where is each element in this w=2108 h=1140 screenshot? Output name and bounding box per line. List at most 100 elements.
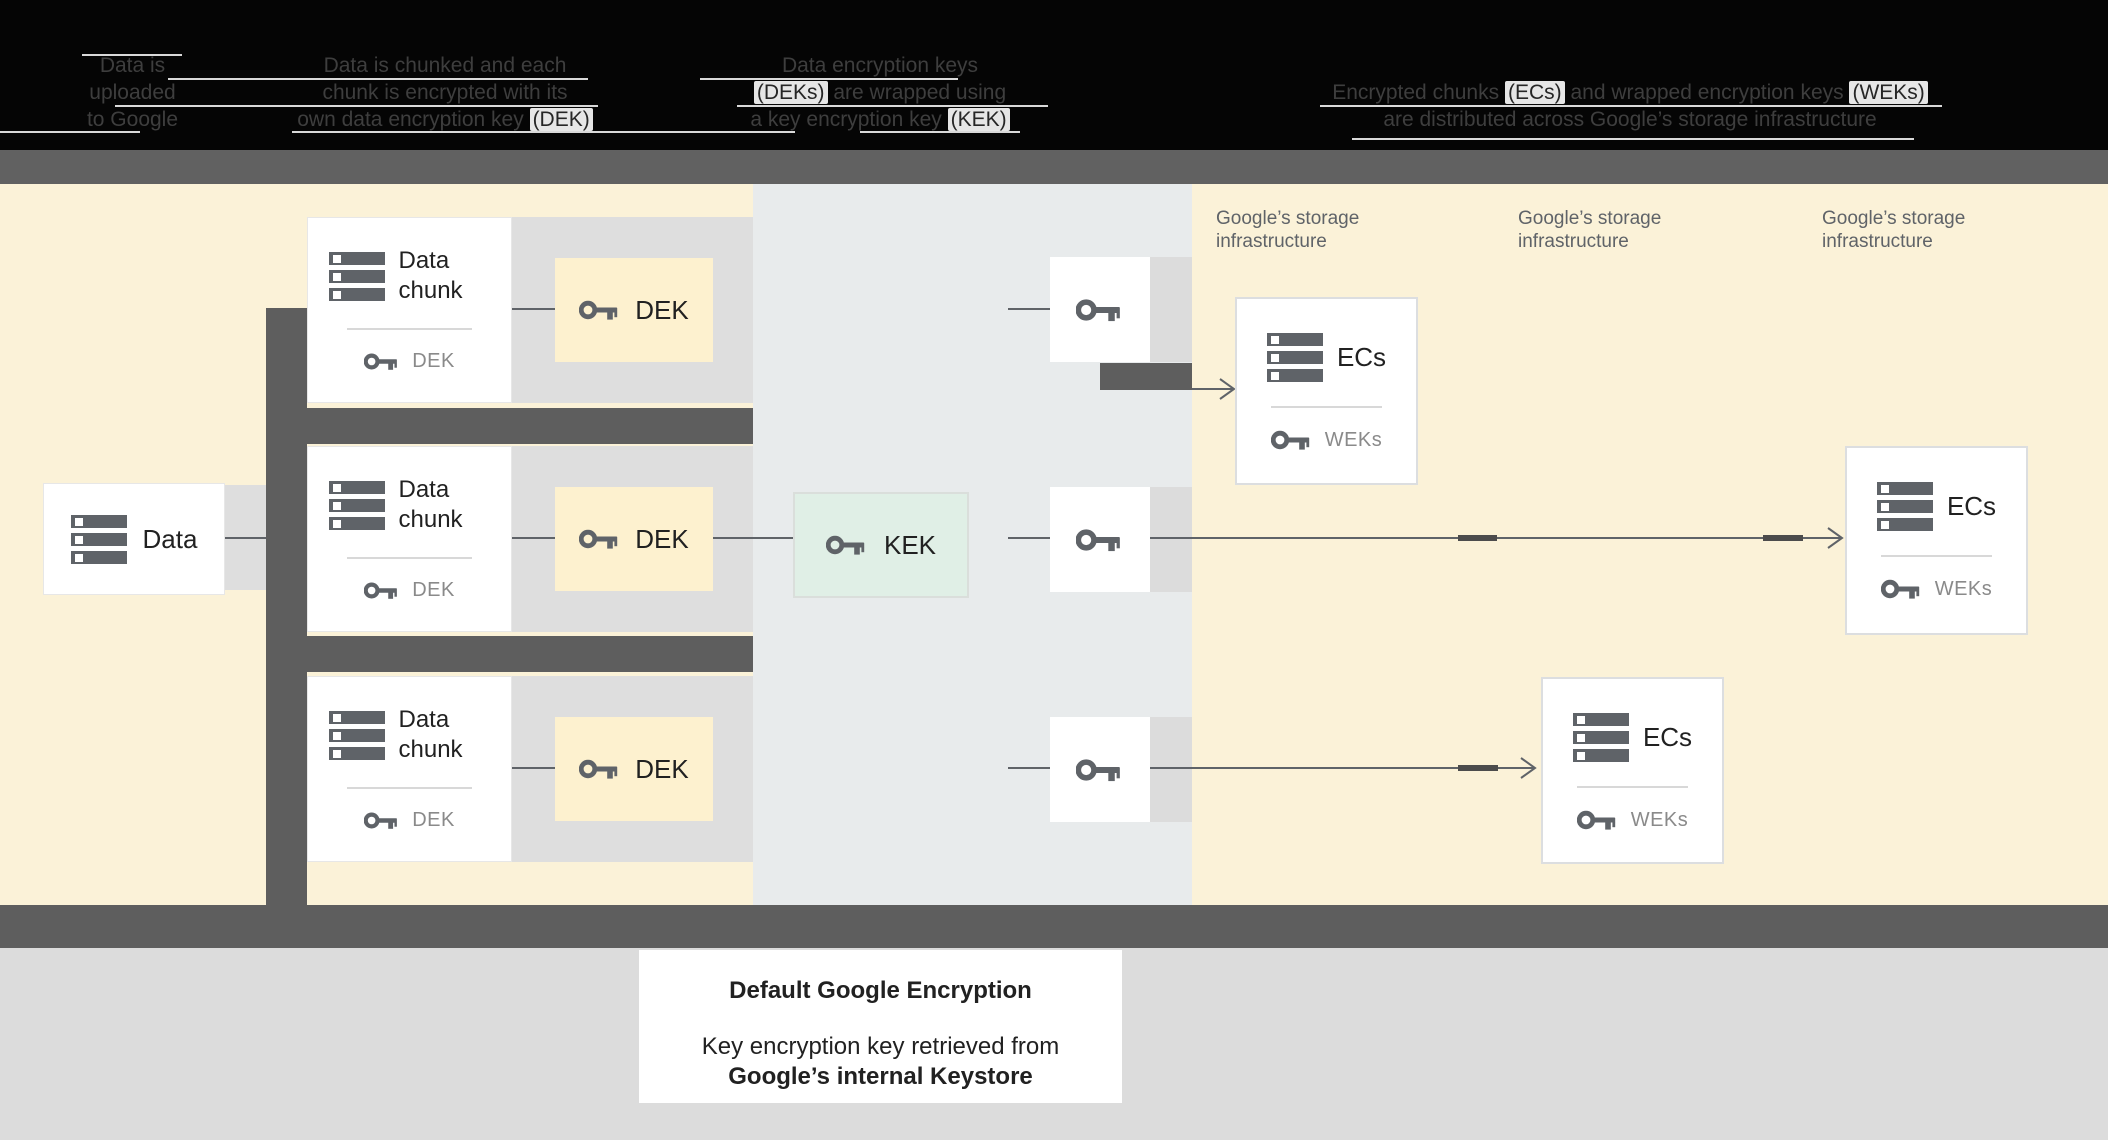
- wrap1-panel: [1150, 257, 1192, 362]
- data-stack-icon: [1572, 713, 1629, 762]
- header-caption-line: Data encryption keys: [781, 54, 979, 77]
- header-caption-line: chunk is encrypted with its: [322, 81, 568, 104]
- bottom-divider-bar: [0, 905, 2108, 948]
- header-caption-line: to Google: [86, 108, 179, 131]
- data-card: Data: [43, 483, 225, 595]
- chunk-card-label: Data chunk: [398, 476, 463, 533]
- header-step-2: Data is chunked and each chunk is encrypt…: [280, 52, 610, 133]
- header-streak: [860, 131, 1020, 133]
- ecs-weks-label: WEKs: [1630, 808, 1689, 831]
- key-icon: [1076, 528, 1120, 551]
- dek-box-label: DEK: [635, 523, 689, 554]
- header-streak: [737, 105, 1048, 107]
- card-divider: [346, 787, 473, 789]
- key-icon: [579, 300, 618, 320]
- dek-box-1: DEK: [555, 258, 713, 362]
- header-band: Data is uploaded to Google Data is chunked…: [0, 0, 2108, 150]
- header-step-1: Data is uploaded to Google: [60, 52, 205, 133]
- header-streak: [292, 131, 795, 133]
- wrapped-key-box-2: [1050, 487, 1150, 592]
- header-caption-line: a key encryption key (KEK): [715, 106, 1045, 133]
- wrap3-panel: [1150, 717, 1192, 822]
- data-chunk-card-1: Data chunk DEK: [307, 217, 512, 403]
- key-icon: [364, 582, 398, 599]
- chunk-dek-label: DEK: [412, 809, 455, 831]
- storage-infrastructure-label-1: Google’s storage infrastructure: [1216, 208, 1360, 252]
- ecs-weks-label: WEKs: [1934, 577, 1993, 600]
- storage-infrastructure-label-2: Google’s storage infrastructure: [1518, 208, 1662, 252]
- data-stack-icon: [1266, 333, 1323, 382]
- caption-title: Default Google Encryption: [729, 977, 1032, 1004]
- ecs-card-2: ECs WEKs: [1845, 446, 2028, 635]
- storage-infrastructure-label-3: Google’s storage infrastructure: [1822, 208, 1966, 252]
- kek-to-wrap1-line: [1008, 308, 1050, 310]
- chunk-dek-label: DEK: [412, 579, 455, 601]
- arrow-to-ecs-1: [1192, 378, 1236, 400]
- chunk1-to-dek-line: [512, 308, 555, 310]
- chunk-dek-label: DEK: [412, 350, 455, 372]
- header-step-3: Data encryption keys(DEKs) are wrapped u…: [715, 52, 1045, 133]
- header-streak: [115, 105, 598, 107]
- key-icon: [364, 812, 398, 829]
- card-divider: [346, 557, 473, 559]
- header-streak: [1352, 138, 1914, 140]
- data-stack-icon: [328, 710, 385, 760]
- header-caption-line: Encrypted chunks (ECs) and wrapped encry…: [1290, 79, 1970, 106]
- header-streak: [168, 78, 588, 80]
- header-caption-line: (DEKs) are wrapped using: [715, 79, 1045, 106]
- card-divider: [1271, 406, 1382, 408]
- data-stack-icon: [328, 251, 385, 301]
- dek-box-label: DEK: [635, 294, 689, 325]
- data-card-label: Data: [142, 523, 198, 554]
- key-icon: [579, 759, 618, 779]
- kek-to-wrap2-line: [1008, 537, 1050, 539]
- header-streak: [0, 131, 140, 133]
- data-chunk-card-3: Data chunk DEK: [307, 676, 512, 862]
- header-streak: [1320, 105, 1942, 107]
- key-icon: [1076, 298, 1120, 321]
- chunk-card-label: Data chunk: [398, 247, 463, 304]
- key-icon: [825, 535, 865, 555]
- caption-line-1: Key encryption key retrieved from: [701, 1033, 1060, 1060]
- kek-box: KEK: [793, 492, 969, 598]
- card-divider: [1577, 786, 1688, 788]
- data-stack-icon: [70, 514, 127, 564]
- data-to-trunk-line: [225, 537, 266, 539]
- ecs-weks-label: WEKs: [1324, 428, 1383, 451]
- kek-box-label: KEK: [883, 529, 937, 560]
- dek-box-2: DEK: [555, 487, 713, 591]
- header-caption-line: Data is chunked and each: [323, 54, 567, 77]
- caption-box: Default Google Encryption Key encryption…: [639, 950, 1122, 1103]
- footer-band: Default Google Encryption Key encryption…: [0, 948, 2108, 1140]
- ecs-card-1: ECs WEKs: [1235, 297, 1418, 485]
- key-icon: [1576, 810, 1615, 830]
- header-caption-line: Data is: [99, 54, 166, 77]
- key-icon: [364, 353, 398, 370]
- header-streak: [82, 54, 182, 56]
- arrow-to-ecs-3: [1150, 757, 1537, 779]
- key-icon: [1880, 579, 1919, 599]
- data-chunk-card-2: Data chunk DEK: [307, 446, 512, 632]
- caption-line-2: Google’s internal Keystore: [728, 1063, 1033, 1090]
- data-stack-icon: [328, 480, 385, 530]
- header-caption-line: uploaded: [89, 81, 176, 104]
- ecs-card-label: ECs: [1642, 722, 1693, 752]
- wrapped-key-box-3: [1050, 717, 1150, 822]
- ecs-card-label: ECs: [1946, 491, 1997, 521]
- data-stack-icon: [1876, 482, 1933, 531]
- chunk-flow-bar-1: [266, 408, 753, 444]
- key-icon: [579, 529, 618, 549]
- chunk-flow-bar-2: [266, 636, 753, 672]
- card-divider: [1881, 555, 1992, 557]
- key-icon: [1270, 430, 1309, 450]
- dek-to-kek-line: [713, 537, 793, 539]
- wrapped-key-box-1: [1050, 257, 1150, 362]
- chunk-card-label: Data chunk: [398, 706, 463, 763]
- header-caption-line: own data encryption key (DEK): [280, 106, 610, 133]
- header-streak: [700, 78, 958, 80]
- kek-to-wrap3-line: [1008, 767, 1050, 769]
- wrap2-panel: [1150, 487, 1192, 592]
- header-step-4: Encrypted chunks (ECs) and wrapped encry…: [1290, 79, 1970, 133]
- chunk2-to-dek-line: [512, 537, 555, 539]
